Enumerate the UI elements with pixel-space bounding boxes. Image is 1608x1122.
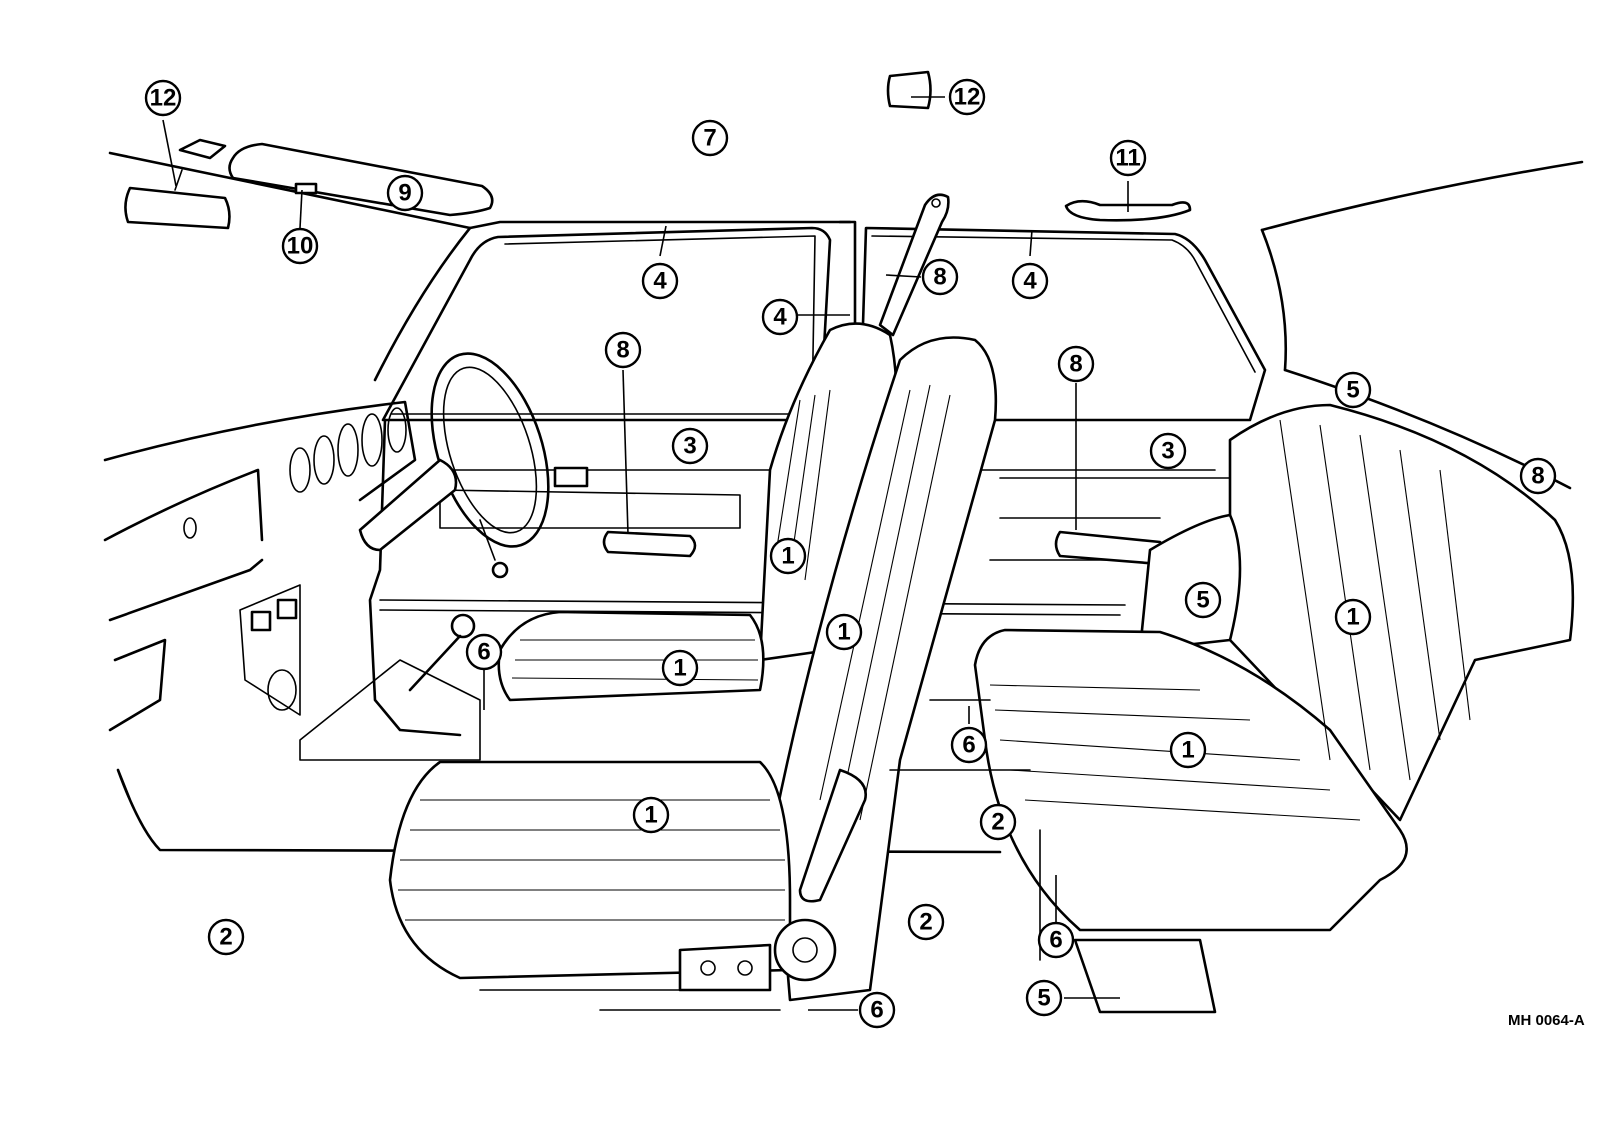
svg-text:4: 4 <box>653 268 667 295</box>
dome-light <box>886 70 932 110</box>
callout: 7 <box>691 119 729 157</box>
svg-text:4: 4 <box>773 304 787 331</box>
callout: 11 <box>1109 139 1147 177</box>
svg-text:3: 3 <box>1161 438 1174 465</box>
callout: 6 <box>858 991 896 1029</box>
callout: 6 <box>465 633 503 671</box>
svg-text:8: 8 <box>933 264 946 291</box>
svg-text:1: 1 <box>781 543 794 570</box>
svg-text:6: 6 <box>477 639 490 666</box>
svg-text:1: 1 <box>1181 737 1194 764</box>
svg-text:1: 1 <box>644 802 657 829</box>
callout: 10 <box>281 227 319 265</box>
svg-text:12: 12 <box>150 85 177 112</box>
callout: 2 <box>979 803 1017 841</box>
callout: 12 <box>144 79 182 117</box>
svg-text:9: 9 <box>398 180 411 207</box>
svg-text:6: 6 <box>962 732 975 759</box>
rear-view-mirror <box>124 169 231 230</box>
svg-text:3: 3 <box>683 433 696 460</box>
svg-text:8: 8 <box>1531 463 1544 490</box>
rear-seat <box>973 403 1575 1014</box>
front-armrest <box>602 530 697 558</box>
callout: 1 <box>661 649 699 687</box>
callout: 5 <box>1334 371 1372 409</box>
svg-text:2: 2 <box>219 924 232 951</box>
callout: 1 <box>632 796 670 834</box>
instrument-panel <box>103 400 1002 854</box>
callout: 6 <box>950 726 988 764</box>
svg-text:1: 1 <box>673 655 686 682</box>
leader-lines <box>162 96 1129 1011</box>
svg-text:11: 11 <box>1115 145 1140 172</box>
seat-belt-anchor <box>878 193 950 337</box>
steering-wheel <box>358 352 550 579</box>
callout: 1 <box>1169 731 1207 769</box>
svg-text:10: 10 <box>287 233 314 260</box>
svg-text:1: 1 <box>1346 604 1359 631</box>
svg-text:7: 7 <box>703 125 716 152</box>
rear-door-window <box>858 226 1267 422</box>
callout: 2 <box>907 903 945 941</box>
front-door-window <box>381 226 832 422</box>
svg-text:12: 12 <box>954 84 981 111</box>
headliner <box>108 151 1584 490</box>
front-seat-right <box>388 336 998 1011</box>
sun-visor <box>178 138 494 217</box>
svg-text:4: 4 <box>1023 268 1037 295</box>
svg-text:5: 5 <box>1196 587 1209 614</box>
callout: 5 <box>1025 979 1063 1017</box>
callout: 3 <box>1149 432 1187 470</box>
callout: 1 <box>825 613 863 651</box>
callout: 5 <box>1184 581 1222 619</box>
callout: 3 <box>671 427 709 465</box>
shift-lever <box>299 613 481 761</box>
callout: 8 <box>1519 457 1557 495</box>
svg-text:2: 2 <box>919 909 932 936</box>
callout: 4 <box>641 262 679 300</box>
front-seat-left <box>497 322 898 702</box>
callout: 1 <box>1334 598 1372 636</box>
callout: 2 <box>207 918 245 956</box>
svg-text:2: 2 <box>991 809 1004 836</box>
svg-text:1: 1 <box>837 619 850 646</box>
callout: 8 <box>1057 345 1095 383</box>
callout: 8 <box>604 331 642 369</box>
callout: 4 <box>1011 262 1049 300</box>
callout: 9 <box>386 174 424 212</box>
callout: 4 <box>761 298 799 336</box>
diagram-code: MH 0064-A <box>1508 1012 1585 1029</box>
svg-text:8: 8 <box>616 337 629 364</box>
svg-text:5: 5 <box>1037 985 1050 1012</box>
callout: 6 <box>1037 921 1075 959</box>
callout: 1 <box>769 537 807 575</box>
callout: 12 <box>948 78 986 116</box>
svg-text:5: 5 <box>1346 377 1359 404</box>
svg-text:6: 6 <box>870 997 883 1024</box>
callout: 8 <box>921 258 959 296</box>
svg-text:8: 8 <box>1069 351 1082 378</box>
svg-text:6: 6 <box>1049 927 1062 954</box>
